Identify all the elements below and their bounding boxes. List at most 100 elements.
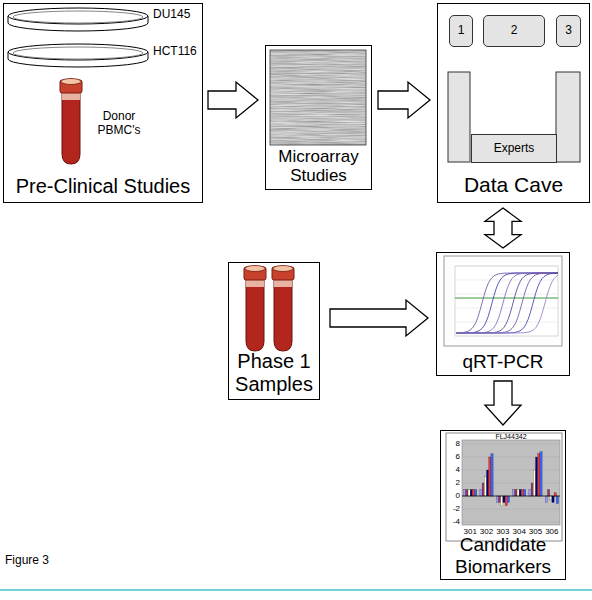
amplification-curve [456, 273, 558, 333]
axis-tick-label: 0 [446, 491, 460, 501]
grid-line [462, 522, 560, 523]
block-arrow [330, 300, 428, 336]
chart-bar [491, 454, 493, 496]
chart-bar [505, 496, 507, 506]
stage-box: Microarray Studies [265, 45, 372, 190]
chart-bar [468, 490, 470, 497]
blood-tube [244, 266, 266, 352]
node-label: Phase 1 Samples [229, 350, 319, 395]
node-label: Candidate Biomarkers [441, 534, 565, 577]
pcr-plot-area [455, 266, 558, 336]
stage-box: qRT-PCR [436, 252, 570, 376]
threshold-line [455, 298, 558, 299]
sample-label: HCT116 [153, 45, 201, 59]
sample-label: DU145 [153, 8, 198, 22]
block-arrow [208, 82, 258, 118]
grid-line [462, 496, 560, 497]
chart-bar [550, 496, 552, 499]
grid-line [462, 444, 560, 445]
grid-line [455, 266, 558, 267]
amplification-curve [456, 273, 558, 333]
dish-rim [8, 8, 148, 24]
chart-title: FLJ44342 [462, 433, 560, 441]
bar-series [462, 444, 560, 522]
chart-bar [554, 493, 556, 496]
text-holder: qRT-PCR [437, 351, 569, 372]
chart-bar [536, 457, 538, 496]
blood-tube [60, 79, 82, 165]
node-label: Experts [494, 142, 535, 155]
chart-bar [499, 496, 501, 503]
blood-tube [272, 266, 294, 352]
text-holder: Phase 1 Samples [229, 350, 319, 395]
microarray-image [270, 50, 366, 145]
node-label: 2 [511, 24, 518, 37]
chart-bar [538, 454, 540, 496]
chart-bar [484, 477, 486, 497]
node-label: Microarray Studies [266, 147, 371, 185]
block-arrow [485, 381, 521, 425]
node-label: Data Cave [438, 173, 589, 197]
chart-bar [552, 496, 554, 503]
chart-bar [472, 490, 474, 497]
node-label: 1 [458, 24, 465, 37]
grid-line [462, 509, 560, 510]
chart-frame [446, 433, 562, 541]
category-label: 302 [478, 527, 494, 537]
cave-wall [556, 72, 580, 162]
grid-line [462, 470, 560, 471]
category-label: 306 [544, 527, 560, 537]
axis-tick-label: 2 [446, 478, 460, 488]
grid-line [455, 294, 558, 295]
chart-bar [480, 490, 482, 497]
text-holder: Pre-Clinical Studies [4, 175, 202, 197]
petri-dish [8, 44, 148, 67]
block-arrow [378, 82, 430, 118]
chart-bar [487, 470, 489, 496]
text-holder: Data Cave [438, 173, 589, 197]
stage-box: Phase 1 Samples [228, 262, 320, 400]
axis-tick-label: 6 [446, 452, 460, 462]
stage-box: Data Cave123Experts [437, 3, 590, 203]
amplification-curve [456, 273, 558, 333]
node-label: Pre-Clinical Studies [4, 175, 202, 197]
chart-plot-area [462, 440, 560, 525]
pcr-plot-frame [444, 256, 562, 346]
chart-bar [540, 452, 542, 496]
chart-bar [513, 490, 515, 497]
chart-bar [503, 496, 505, 503]
chart-bar [482, 483, 484, 496]
petri-dish [8, 8, 148, 31]
amplification-curve [456, 273, 558, 333]
chart-bar [489, 457, 491, 496]
category-label: 301 [462, 527, 478, 537]
expert-desk: Experts [471, 134, 557, 163]
image-frame [270, 50, 366, 145]
chart-bar [464, 490, 466, 497]
figure-caption: Figure 3 [5, 553, 49, 567]
category-label: 304 [511, 527, 527, 537]
chart-bar [548, 490, 550, 497]
block-arrow [485, 208, 521, 248]
zero-axis [462, 496, 560, 497]
chart-bar [517, 490, 519, 497]
dish-inner [13, 11, 143, 23]
text-holder: Microarray Studies [266, 147, 371, 185]
chart-bar [507, 496, 509, 503]
amplification-curve [456, 275, 558, 333]
text-holder: Candidate Biomarkers [441, 534, 565, 577]
chart-bar [466, 490, 468, 497]
category-label: 305 [527, 527, 543, 537]
amplification-curve [456, 273, 558, 333]
chart-bar [475, 490, 477, 497]
axis-tick-label: 4 [446, 465, 460, 475]
axis-tick-label: -4 [446, 517, 460, 527]
chart-bar [524, 490, 526, 497]
caption-rule [0, 589, 592, 591]
axis-tick-label: 8 [446, 439, 460, 449]
chart-bar [531, 483, 533, 496]
chart-bar [521, 490, 523, 497]
